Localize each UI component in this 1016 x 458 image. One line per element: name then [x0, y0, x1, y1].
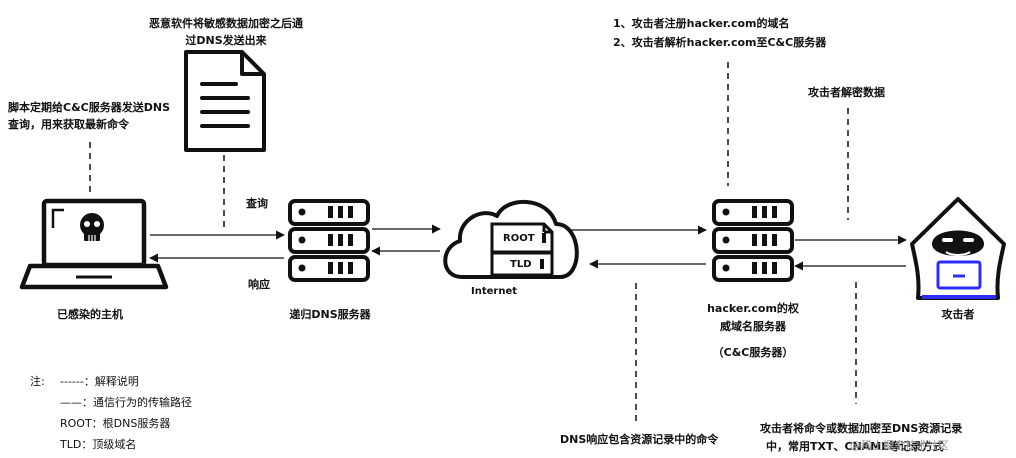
- root-label: ROOT: [503, 233, 535, 244]
- dns-response-command-note: DNS响应包含资源记录中的命令: [560, 433, 719, 446]
- internet-cloud-icon: [443, 200, 579, 279]
- query-label: 查询: [246, 197, 268, 210]
- attacker-encode-note-line-1: 攻击者将命令或数据加密至DNS资源记录: [760, 422, 963, 435]
- legend-tld: TLD：顶级域名: [60, 438, 137, 451]
- recursive-dns-server-icon: [288, 199, 370, 282]
- malware-encrypt-note-line-1: 恶意软件将敏感数据加密之后通: [149, 17, 303, 30]
- attacker-steps-line-2: 2、攻击者解析hacker.com至C&C服务器: [613, 36, 827, 49]
- legend-dash: ------：解释说明: [60, 375, 139, 388]
- script-query-note-line-1: 脚本定期给C&C服务器发送DNS: [8, 101, 170, 114]
- recursive-dns-label: 递归DNS服务器: [289, 308, 371, 321]
- communication-arrows: [149, 224, 907, 271]
- legend-title: 注:: [30, 375, 45, 388]
- legend-root: ROOT：根DNS服务器: [60, 417, 171, 430]
- explanation-dashed-lines: [89, 62, 857, 424]
- attacker-encode-note-line-2: 中，常用TXT、CNAME等记录方式: [766, 440, 944, 453]
- legend-line: ——：通信行为的传输路径: [60, 396, 192, 409]
- authoritative-cc-server-icon: [712, 199, 794, 282]
- script-query-note-line-2: 查询，用来获取最新命令: [8, 118, 129, 131]
- attacker-label: 攻击者: [941, 308, 975, 321]
- infected-laptop-icon: [19, 198, 169, 290]
- attacker-steps-line-1: 1、攻击者注册hacker.com的域名: [613, 17, 790, 30]
- attacker-icon: [910, 197, 1006, 300]
- internet-label: Internet: [470, 286, 517, 297]
- attacker-decrypt-note: 攻击者解密数据: [808, 86, 885, 99]
- authoritative-label-line-1: hacker.com的权: [707, 302, 799, 315]
- cc-server-label: （C&C服务器）: [712, 346, 794, 359]
- authoritative-label-line-2: 威域名服务器: [720, 320, 786, 333]
- document-icon: [184, 50, 266, 152]
- malware-encrypt-note-line-2: 过DNS发送出来: [185, 34, 267, 47]
- response-label: 响应: [248, 278, 270, 291]
- infected-host-label: 已感染的主机: [57, 308, 123, 321]
- watermark: @稀土掘金技术社区: [850, 439, 949, 452]
- tld-label: TLD: [510, 259, 532, 270]
